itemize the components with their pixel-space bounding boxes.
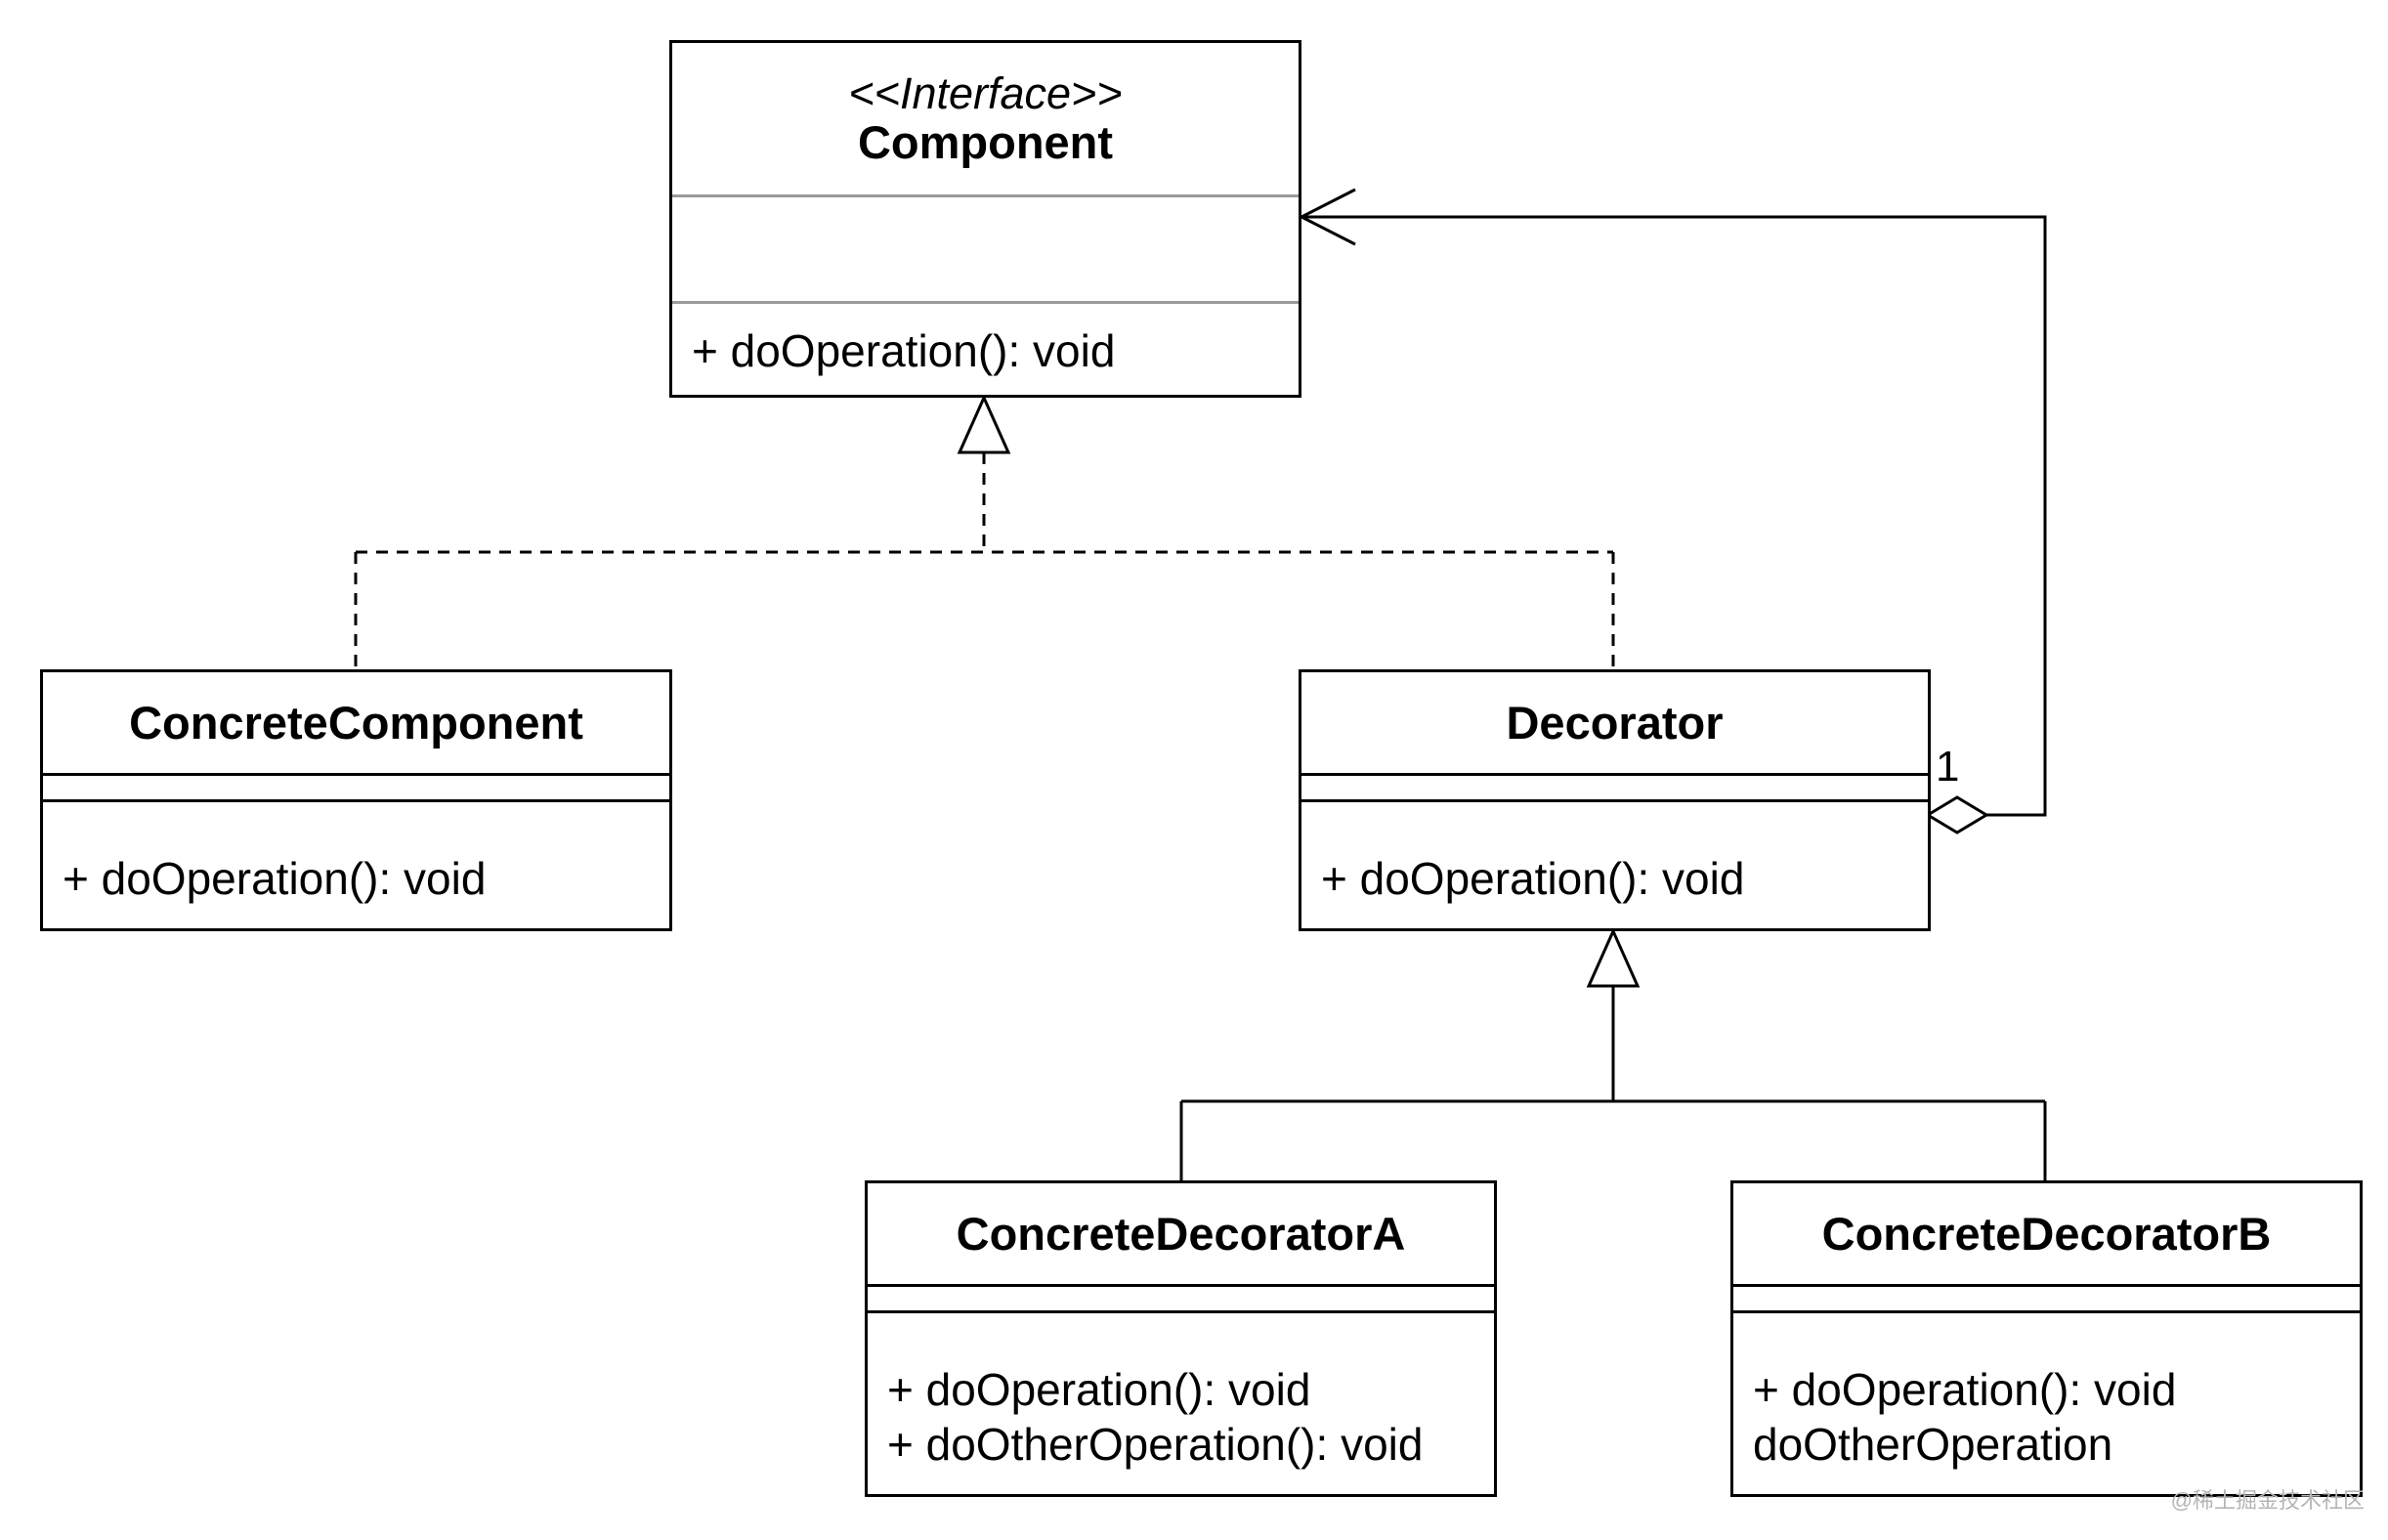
operation: + doOtherOperation(): void xyxy=(887,1419,1424,1470)
class-concrete-component-operations: + doOperation(): void xyxy=(43,802,669,906)
operation: + doOperation(): void xyxy=(63,853,487,904)
realization-connector xyxy=(354,452,1615,669)
operation: + doOperation(): void xyxy=(1321,853,1745,904)
class-concrete-decorator-b-name: ConcreteDecoratorB xyxy=(1821,1207,2272,1260)
class-concrete-decorator-a-operations: + doOperation(): void + doOtherOperation… xyxy=(868,1313,1494,1472)
operation: + doOperation(): void xyxy=(1753,1364,2177,1415)
class-decorator-header: Decorator xyxy=(1301,672,1928,776)
class-concrete-decorator-a-name: ConcreteDecoratorA xyxy=(956,1207,1406,1260)
operation: doOtherOperation xyxy=(1753,1419,2113,1470)
class-decorator[interactable]: Decorator + doOperation(): void xyxy=(1299,669,1931,931)
class-component-header: <<Interface>> Component xyxy=(672,43,1299,197)
generalization-connector xyxy=(1179,986,2047,1180)
class-concrete-component-attributes xyxy=(43,776,669,802)
class-concrete-component-header: ConcreteComponent xyxy=(43,672,669,776)
class-concrete-decorator-b-attributes xyxy=(1733,1287,2360,1313)
class-decorator-operations: + doOperation(): void xyxy=(1301,802,1928,906)
class-component[interactable]: <<Interface>> Component + doOperation():… xyxy=(669,40,1301,398)
class-component-attributes xyxy=(672,197,1299,304)
aggregation-diamond xyxy=(1925,795,1989,834)
aggregation-multiplicity-label: 1 xyxy=(1936,743,1960,791)
operation: + doOperation(): void xyxy=(887,1364,1311,1415)
watermark-text: @稀土掘金技术社区 xyxy=(2170,1488,2365,1513)
class-concrete-component-name: ConcreteComponent xyxy=(129,696,583,749)
association-open-arrowhead xyxy=(1298,188,1356,246)
class-decorator-name: Decorator xyxy=(1506,696,1724,749)
class-decorator-attributes xyxy=(1301,776,1928,802)
class-concrete-decorator-a[interactable]: ConcreteDecoratorA + doOperation(): void… xyxy=(865,1180,1497,1497)
class-concrete-decorator-a-header: ConcreteDecoratorA xyxy=(868,1183,1494,1287)
class-concrete-decorator-a-attributes xyxy=(868,1287,1494,1313)
class-component-name: Component xyxy=(857,116,1114,169)
class-concrete-decorator-b[interactable]: ConcreteDecoratorB + doOperation(): void… xyxy=(1730,1180,2363,1497)
class-component-stereotype: <<Interface>> xyxy=(848,67,1123,118)
aggregation-line xyxy=(1301,215,2047,817)
class-concrete-component[interactable]: ConcreteComponent + doOperation(): void xyxy=(40,669,672,931)
class-concrete-decorator-b-header: ConcreteDecoratorB xyxy=(1733,1183,2360,1287)
operation: + doOperation(): void xyxy=(692,325,1116,376)
class-concrete-decorator-b-operations: + doOperation(): void doOtherOperation xyxy=(1733,1313,2360,1472)
realization-arrowhead xyxy=(957,394,1011,454)
class-component-operations: + doOperation(): void xyxy=(672,304,1299,378)
generalization-arrowhead xyxy=(1586,927,1641,988)
